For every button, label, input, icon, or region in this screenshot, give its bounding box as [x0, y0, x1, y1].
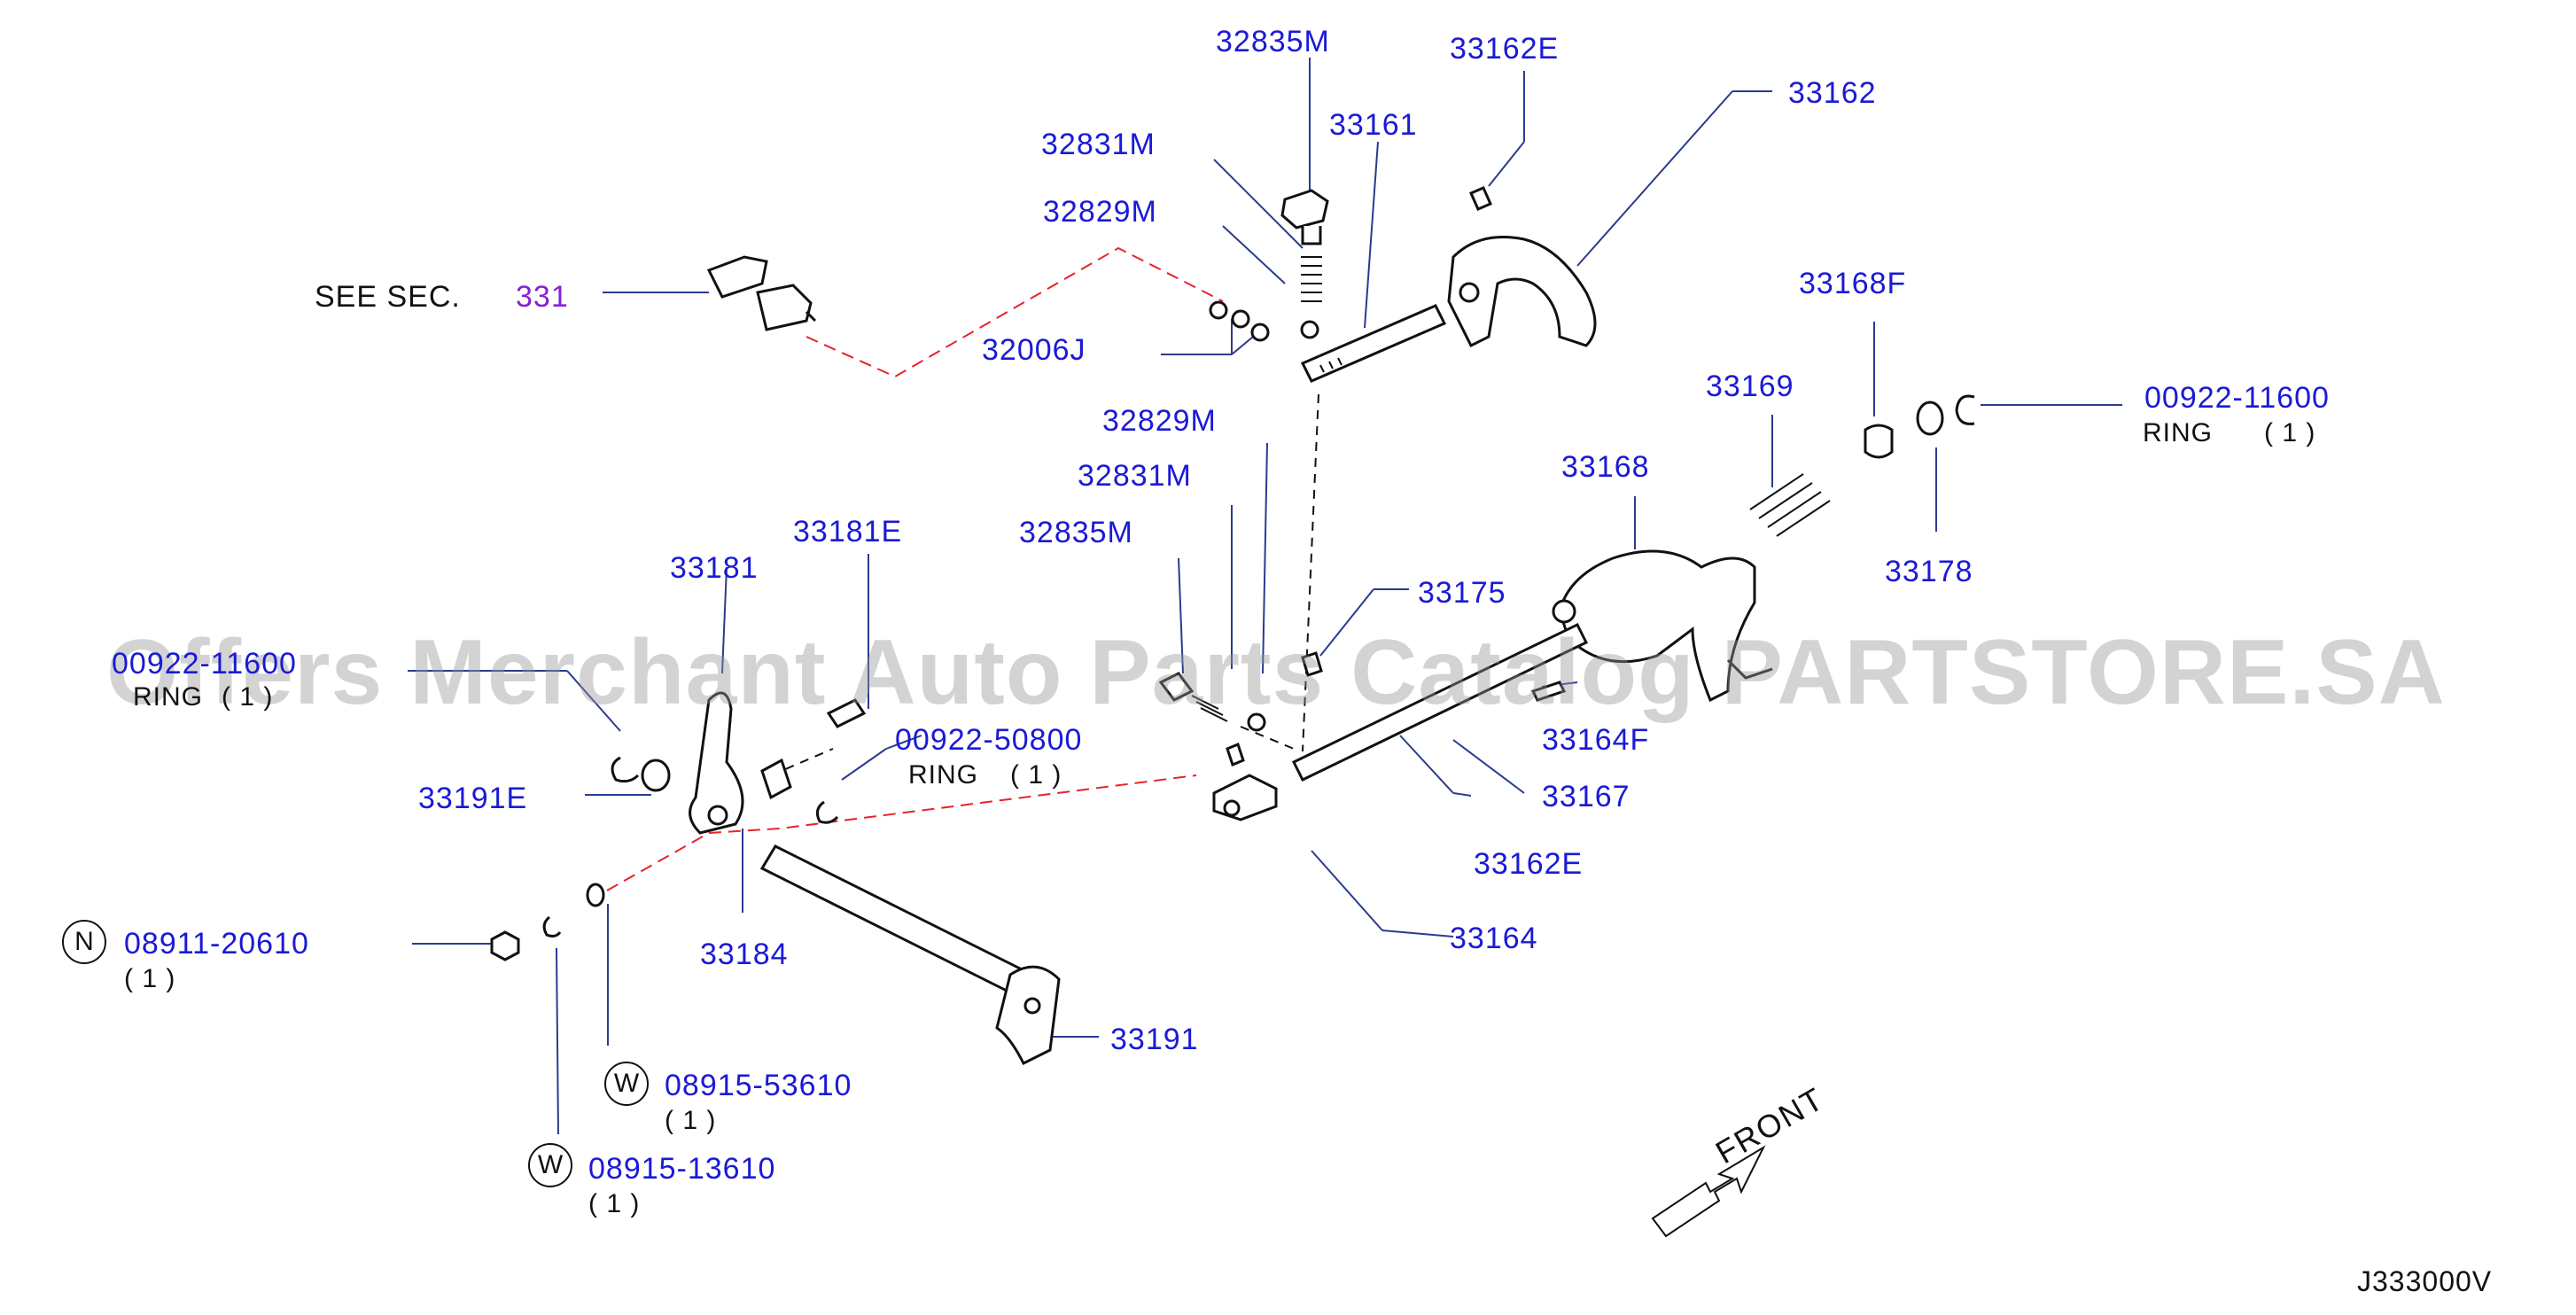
qty-08911-20610: ( 1 ): [124, 964, 176, 993]
part-label-33184[interactable]: 33184: [700, 938, 789, 971]
part-label-08915-13610[interactable]: 08915-13610: [588, 1152, 776, 1186]
part-label-33191[interactable]: 33191: [1110, 1023, 1199, 1056]
part-label-00922-11600-right[interactable]: 00922-11600: [2144, 381, 2330, 415]
part-label-33169[interactable]: 33169: [1706, 370, 1794, 403]
part-label-32829M-mid[interactable]: 32829M: [1102, 404, 1217, 438]
part-label-33181E[interactable]: 33181E: [793, 515, 903, 549]
nut-badge-n: N: [62, 920, 106, 964]
leader-lines: [408, 58, 2122, 1135]
part-label-33175[interactable]: 33175: [1418, 576, 1506, 610]
part-label-32835M-mid[interactable]: 32835M: [1019, 516, 1133, 549]
ring-qty-left: ( 1 ): [222, 682, 274, 712]
diagram-code: J333000V: [2357, 1265, 2493, 1297]
part-label-32831M-mid[interactable]: 32831M: [1078, 459, 1192, 493]
part-label-33168[interactable]: 33168: [1561, 450, 1650, 484]
part-label-33181[interactable]: 33181: [670, 551, 759, 585]
ring-label-mid: RING: [908, 760, 978, 790]
part-label-08911-20610[interactable]: 08911-20610: [124, 927, 309, 961]
part-label-33164[interactable]: 33164: [1450, 922, 1538, 955]
ring-label-right: RING: [2143, 418, 2213, 447]
axis-dashed: [770, 393, 1319, 776]
part-label-33178[interactable]: 33178: [1885, 555, 1973, 588]
ring-label-left: RING: [133, 682, 203, 712]
part-label-33191E[interactable]: 33191E: [418, 782, 528, 815]
qty-08915-53610: ( 1 ): [665, 1106, 717, 1135]
part-label-00922-50800[interactable]: 00922-50800: [895, 723, 1083, 757]
see-section-text: SEE SEC.: [315, 280, 461, 314]
part-label-33162E-mid[interactable]: 33162E: [1474, 847, 1584, 881]
part-label-33168F[interactable]: 33168F: [1799, 267, 1907, 300]
washer-badge-w2: W: [528, 1143, 572, 1187]
part-label-08915-53610[interactable]: 08915-53610: [665, 1069, 852, 1102]
part-label-32829M-top[interactable]: 32829M: [1043, 195, 1157, 229]
ring-qty-mid: ( 1 ): [1010, 760, 1062, 790]
part-label-33167[interactable]: 33167: [1542, 780, 1630, 813]
red-dashed-connectors: [606, 246, 1224, 891]
part-label-33164F[interactable]: 33164F: [1542, 723, 1650, 757]
part-label-00922-11600-left[interactable]: 00922-11600: [112, 647, 297, 681]
qty-08915-13610: ( 1 ): [588, 1189, 641, 1218]
part-label-33162E-top[interactable]: 33162E: [1450, 32, 1560, 66]
section-link-331[interactable]: 331: [516, 280, 569, 314]
part-label-32006J[interactable]: 32006J: [982, 333, 1086, 367]
parts-shapes: [490, 186, 1975, 1238]
washer-badge-w1: W: [604, 1062, 649, 1106]
part-label-33161[interactable]: 33161: [1329, 108, 1418, 142]
part-label-32831M-top[interactable]: 32831M: [1041, 128, 1156, 161]
part-label-32835M-top[interactable]: 32835M: [1216, 25, 1330, 58]
ring-qty-right: ( 1 ): [2264, 418, 2316, 447]
part-label-33162[interactable]: 33162: [1788, 76, 1877, 110]
